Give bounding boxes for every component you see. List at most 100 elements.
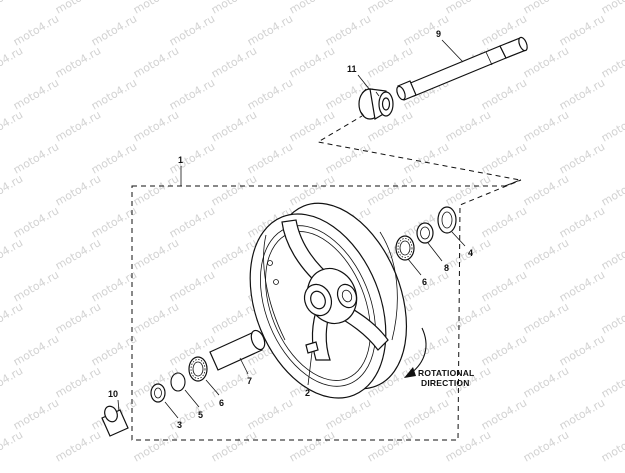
watermark-text: moto4.ru <box>287 172 337 209</box>
watermark-text: moto4.ru <box>443 428 493 465</box>
watermark-text: moto4.ru <box>131 300 181 337</box>
callout-6-left: 6 <box>219 398 224 408</box>
watermark-text: moto4.ru <box>53 428 103 465</box>
right-seal <box>416 222 434 244</box>
watermark-text: moto4.ru <box>521 172 571 209</box>
watermark-text: moto4.ru <box>365 428 415 465</box>
watermark-text: moto4.ru <box>599 44 625 81</box>
wheel <box>249 202 408 399</box>
watermark-text: moto4.ru <box>401 396 451 433</box>
watermark-text: moto4.ru <box>521 300 571 337</box>
watermark-text: moto4.ru <box>557 204 607 241</box>
watermark-text: moto4.ru <box>557 76 607 113</box>
spacer-tube <box>209 329 266 371</box>
watermark-text: moto4.ru <box>521 0 571 17</box>
watermark-text: moto4.ru <box>557 12 607 49</box>
watermark-text: moto4.ru <box>89 140 139 177</box>
watermark-text: moto4.ru <box>401 332 451 369</box>
watermark-text: moto4.ru <box>479 204 529 241</box>
callout-4: 4 <box>468 248 473 258</box>
watermark-text: moto4.ru <box>131 236 181 273</box>
watermark-text: moto4.ru <box>599 108 625 145</box>
watermark-text: moto4.ru <box>401 12 451 49</box>
watermark-text: moto4.ru <box>11 140 61 177</box>
watermark-text: moto4.ru <box>209 0 259 17</box>
callout-1: 1 <box>178 155 183 165</box>
watermark-text: moto4.ru <box>53 108 103 145</box>
watermark-text: moto4.ru <box>245 396 295 433</box>
axle <box>396 36 528 101</box>
leader-2 <box>307 351 313 386</box>
watermark-text: moto4.ru <box>131 108 181 145</box>
callout-9: 9 <box>436 29 441 39</box>
watermark-text: moto4.ru <box>209 172 259 209</box>
watermark-text: moto4.ru <box>323 12 373 49</box>
left-washer <box>150 383 166 403</box>
watermark-text: moto4.ru <box>443 300 493 337</box>
watermark-text: moto4.ru <box>167 204 217 241</box>
watermark-text: moto4.ru <box>479 396 529 433</box>
watermark-text: moto4.ru <box>245 12 295 49</box>
watermark-text: moto4.ru <box>11 204 61 241</box>
watermark-text: moto4.ru <box>599 172 625 209</box>
rotational-direction-line2: DIRECTION <box>421 378 470 388</box>
circlip <box>170 372 186 392</box>
watermark-text: moto4.ru <box>167 76 217 113</box>
rotational-direction-arrow <box>404 327 427 378</box>
watermark-text: moto4.ru <box>0 364 25 401</box>
watermark-text: moto4.ru <box>521 428 571 465</box>
watermark-text: moto4.ru <box>53 44 103 81</box>
watermark-text: moto4.ru <box>0 428 25 465</box>
watermark-text: moto4.ru <box>401 140 451 177</box>
watermark-text: moto4.ru <box>599 0 625 17</box>
watermark-text: moto4.ru <box>245 140 295 177</box>
leader-8 <box>427 242 443 262</box>
watermark-text: moto4.ru <box>287 44 337 81</box>
watermark-text: moto4.ru <box>53 364 103 401</box>
watermark-text: moto4.ru <box>11 396 61 433</box>
watermark-text: moto4.ru <box>443 0 493 17</box>
callout-10: 10 <box>108 389 118 399</box>
leader-10 <box>117 399 120 412</box>
watermark-text: moto4.ru <box>0 236 25 273</box>
watermark-text: moto4.ru <box>287 428 337 465</box>
watermark-text: moto4.ru <box>0 44 25 81</box>
watermark-text: moto4.ru <box>521 236 571 273</box>
watermark-text: moto4.ru <box>131 44 181 81</box>
watermark-text: moto4.ru <box>209 108 259 145</box>
watermark-text: moto4.ru <box>167 268 217 305</box>
right-washer <box>437 206 457 234</box>
leader-9 <box>441 39 464 63</box>
callout-8: 8 <box>444 263 449 273</box>
callout-5: 5 <box>198 410 203 420</box>
watermark-text: moto4.ru <box>557 268 607 305</box>
watermark-text: moto4.ru <box>479 268 529 305</box>
watermark-text: moto4.ru <box>521 108 571 145</box>
watermark-text: moto4.ru <box>53 236 103 273</box>
sleeve-10 <box>101 405 129 437</box>
callout-7: 7 <box>247 376 252 386</box>
watermark-text: moto4.ru <box>209 44 259 81</box>
left-bearing <box>188 356 208 382</box>
leader-5 <box>184 389 200 408</box>
watermark-text: moto4.ru <box>479 140 529 177</box>
rotational-direction-line1: ROTATIONAL <box>418 368 474 378</box>
watermark-text: moto4.ru <box>167 140 217 177</box>
watermark-text: moto4.ru <box>323 396 373 433</box>
watermark-text: moto4.ru <box>53 0 103 17</box>
callout-6-right: 6 <box>422 277 427 287</box>
callout-11: 11 <box>347 64 357 74</box>
watermark-text: moto4.ru <box>131 172 181 209</box>
callout-2: 2 <box>305 388 310 398</box>
watermark-text: moto4.ru <box>0 0 25 17</box>
watermark-text: moto4.ru <box>0 172 25 209</box>
watermark-text: moto4.ru <box>0 300 25 337</box>
watermark-text: moto4.ru <box>443 108 493 145</box>
right-bearing <box>395 235 415 261</box>
watermark-text: moto4.ru <box>131 428 181 465</box>
watermark-text: moto4.ru <box>599 428 625 465</box>
watermark-text: moto4.ru <box>287 0 337 17</box>
watermark-text: moto4.ru <box>89 12 139 49</box>
